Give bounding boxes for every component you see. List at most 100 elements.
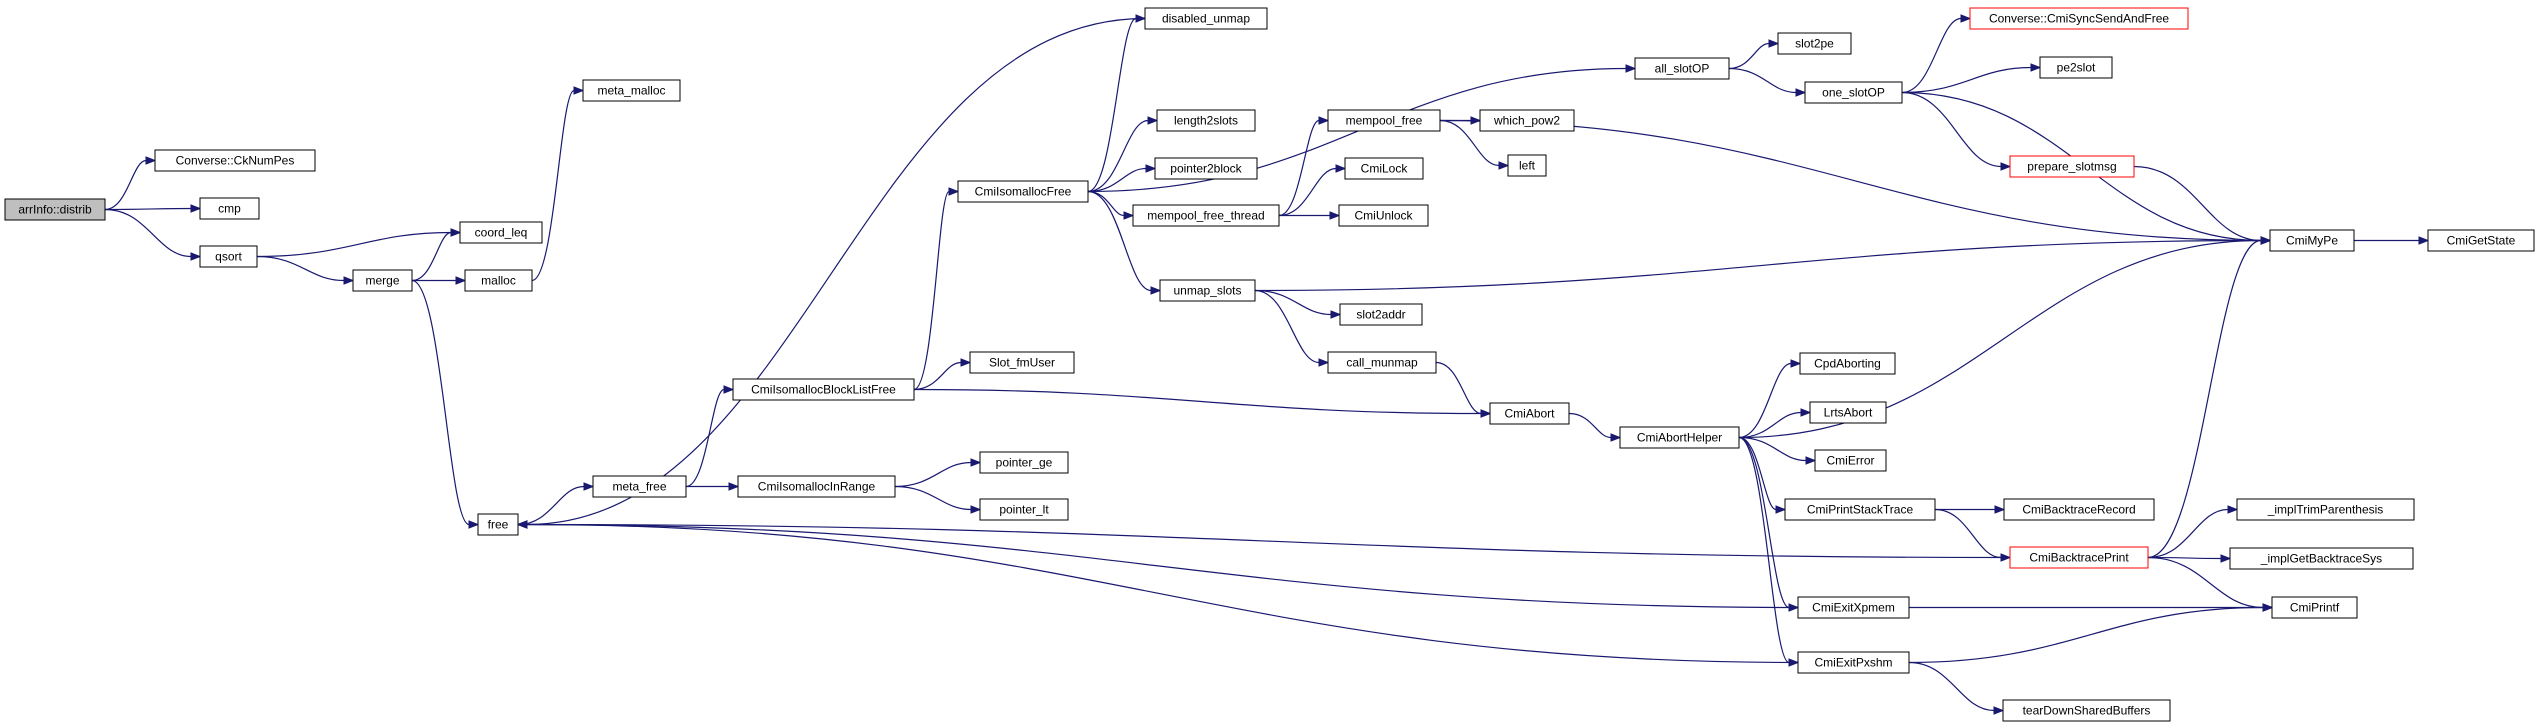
edge-mempool-free-to-cmi-my-pe bbox=[1439, 119, 2272, 245]
node-box bbox=[1489, 402, 1570, 425]
edge-arrinfo-distrib-to-qsort bbox=[104, 208, 202, 261]
node-mempool-free[interactable]: mempool_free bbox=[1327, 109, 1441, 132]
edge-arrowhead bbox=[1768, 39, 1780, 48]
node-isomalloc-block-list-free[interactable]: CmiIsomallocBlockListFree bbox=[732, 378, 915, 401]
edge-arrowhead bbox=[1123, 211, 1135, 220]
edge-line bbox=[256, 255, 345, 282]
node-cmi-my-pe[interactable]: CmiMyPe bbox=[2269, 229, 2355, 252]
node-cmi-get-state[interactable]: CmiGetState bbox=[2427, 229, 2535, 252]
node-label: CmiIsomallocFree bbox=[975, 185, 1072, 199]
edge-line bbox=[526, 523, 1799, 609]
edge-isomalloc-block-list-free-to-slot-fm-user bbox=[913, 358, 972, 391]
node-box bbox=[2009, 155, 2135, 178]
edge-exit-xpmem-to-cmi-printf bbox=[1909, 603, 2274, 612]
node-which-pow2[interactable]: which_pow2 bbox=[1479, 109, 1575, 132]
node-box bbox=[1634, 57, 1730, 80]
node-slot2addr[interactable]: slot2addr bbox=[1339, 303, 1423, 326]
node-box bbox=[1344, 157, 1424, 180]
node-label: slot2pe bbox=[1795, 37, 1834, 51]
node-merge[interactable]: merge bbox=[352, 269, 413, 292]
edge-arrowhead bbox=[468, 520, 480, 529]
edge-arrowhead bbox=[1795, 88, 1807, 97]
node-label: _implTrimParenthesis bbox=[2267, 503, 2384, 517]
node-sync-send-and-free[interactable]: Converse::CmiSyncSendAndFree bbox=[1969, 7, 2189, 30]
edge-line bbox=[1568, 412, 1612, 439]
edge-line bbox=[913, 190, 950, 391]
node-box bbox=[1814, 449, 1887, 472]
node-cmi-abort[interactable]: CmiAbort bbox=[1489, 402, 1570, 425]
node-disabled-unmap[interactable]: disabled_unmap bbox=[1144, 7, 1268, 30]
node-unmap-slots[interactable]: unmap_slots bbox=[1159, 279, 1256, 302]
node-cmi-lock[interactable]: CmiLock bbox=[1344, 157, 1424, 180]
node-length2slots[interactable]: length2slots bbox=[1156, 109, 1256, 132]
edge-arrowhead bbox=[1318, 116, 1330, 125]
node-label: CmiAbort bbox=[1504, 407, 1555, 421]
edge-qsort-to-merge bbox=[256, 255, 355, 285]
edge-arrowhead bbox=[1329, 211, 1341, 220]
edge-arrowhead bbox=[1330, 310, 1342, 319]
node-cmi-abort-helper[interactable]: CmiAbortHelper bbox=[1619, 426, 1740, 449]
node-left[interactable]: left bbox=[1507, 154, 1547, 177]
node-coord-leq[interactable]: coord_leq bbox=[459, 221, 543, 244]
node-tear-down[interactable]: tearDownSharedBuffers bbox=[2002, 699, 2171, 722]
edge-arrowhead bbox=[573, 86, 585, 95]
node-label: CmiMyPe bbox=[2286, 234, 2338, 248]
node-cmp[interactable]: cmp bbox=[199, 197, 260, 220]
node-print-stack-trace[interactable]: CmiPrintStackTrace bbox=[1784, 498, 1936, 521]
node-box bbox=[1132, 204, 1280, 227]
node-slot2pe[interactable]: slot2pe bbox=[1777, 32, 1852, 55]
edge-isomalloc-free-to-pointer2block bbox=[1087, 164, 1157, 193]
edge-line bbox=[1901, 66, 2032, 94]
node-box bbox=[1338, 204, 1429, 227]
node-box bbox=[969, 351, 1075, 374]
node-label: CmiAbortHelper bbox=[1637, 431, 1722, 445]
node-box bbox=[1619, 426, 1740, 449]
node-qsort[interactable]: qsort bbox=[199, 245, 258, 268]
node-label: CmiExitXpmem bbox=[1812, 601, 1895, 615]
node-one-slot-op[interactable]: one_slotOP bbox=[1804, 81, 1903, 104]
node-isomalloc-free[interactable]: CmiIsomallocFree bbox=[957, 180, 1089, 203]
node-impl-get-backtrace[interactable]: _implGetBacktraceSys bbox=[2229, 547, 2414, 570]
node-prepare-slotmsg[interactable]: prepare_slotmsg bbox=[2009, 155, 2135, 178]
node-backtrace-record[interactable]: CmiBacktraceRecord bbox=[2003, 498, 2155, 521]
node-ck-num-pes[interactable]: Converse::CkNumPes bbox=[154, 149, 316, 172]
node-all-slot-op[interactable]: all_slotOP bbox=[1634, 57, 1730, 80]
node-label: prepare_slotmsg bbox=[2027, 160, 2116, 174]
node-lrts-abort[interactable]: LrtsAbort bbox=[1809, 401, 1887, 424]
node-malloc[interactable]: malloc bbox=[464, 269, 533, 292]
node-cmi-printf[interactable]: CmiPrintf bbox=[2271, 596, 2358, 619]
node-arrinfo-distrib[interactable]: arrInfo::distrib bbox=[4, 198, 106, 221]
node-pointer-ge[interactable]: pointer_ge bbox=[979, 451, 1069, 474]
node-mempool-free-thread[interactable]: mempool_free_thread bbox=[1132, 204, 1280, 227]
edge-backtrace-print-to-free bbox=[516, 520, 2011, 559]
node-box bbox=[1784, 498, 1936, 521]
node-call-munmap[interactable]: call_munmap bbox=[1327, 351, 1437, 374]
edge-arrowhead bbox=[1610, 433, 1622, 442]
node-isomalloc-in-range[interactable]: CmiIsomallocInRange bbox=[737, 475, 896, 498]
node-pointer-lt[interactable]: pointer_lt bbox=[979, 498, 1069, 521]
edge-line bbox=[1087, 17, 1137, 193]
node-pointer2block[interactable]: pointer2block bbox=[1154, 157, 1258, 180]
edge-print-stack-trace-to-backtrace-record bbox=[1935, 505, 2006, 514]
node-label: CmiPrintStackTrace bbox=[1807, 503, 1914, 517]
node-label: tearDownSharedBuffers bbox=[2023, 704, 2151, 718]
node-impl-trim[interactable]: _implTrimParenthesis bbox=[2236, 498, 2415, 521]
node-exit-pxshm[interactable]: CmiExitPxshm bbox=[1797, 651, 1910, 674]
node-box bbox=[1804, 81, 1903, 104]
node-meta-free[interactable]: meta_free bbox=[592, 475, 687, 498]
node-cmi-unlock[interactable]: CmiUnlock bbox=[1338, 204, 1429, 227]
node-label: CmiBacktraceRecord bbox=[2022, 503, 2135, 517]
edge-mempool-free-to-left bbox=[1439, 119, 1510, 170]
node-cpd-aborting[interactable]: CpdAborting bbox=[1799, 352, 1896, 375]
node-free[interactable]: free bbox=[477, 513, 519, 536]
edge-line bbox=[1254, 239, 2262, 292]
edge-line bbox=[411, 231, 452, 282]
node-cmi-error[interactable]: CmiError bbox=[1814, 449, 1887, 472]
node-pe2slot[interactable]: pe2slot bbox=[2039, 56, 2113, 79]
node-exit-xpmem[interactable]: CmiExitXpmem bbox=[1797, 596, 1910, 619]
node-slot-fm-user[interactable]: Slot_fmUser bbox=[969, 351, 1075, 374]
node-meta-malloc[interactable]: meta_malloc bbox=[582, 79, 681, 102]
edge-isomalloc-free-to-length2slots bbox=[1087, 116, 1159, 193]
node-backtrace-print[interactable]: CmiBacktracePrint bbox=[2009, 546, 2149, 569]
edge-free-to-meta-free bbox=[517, 482, 595, 526]
